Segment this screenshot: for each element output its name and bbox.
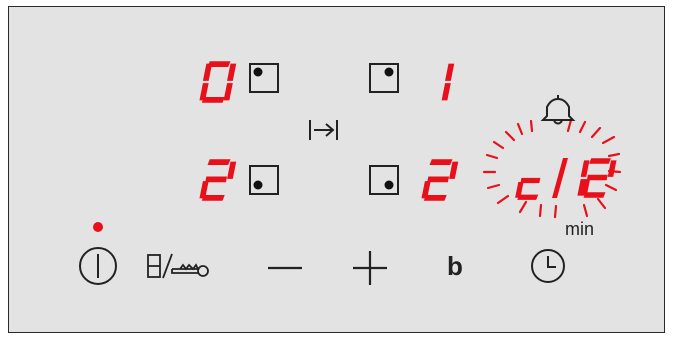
zone-select-key[interactable] (304, 116, 344, 146)
zone-select-icon (309, 120, 338, 140)
zone-display-front-right (441, 63, 455, 101)
b-key-label: b (447, 251, 463, 281)
zone-display-front-left (199, 61, 237, 103)
zone-icon-rear-left (249, 165, 279, 195)
minus-key[interactable] (262, 250, 308, 286)
childlock-key[interactable] (144, 248, 214, 284)
zone-icon-front-left (249, 63, 279, 93)
plus-key[interactable] (350, 248, 390, 288)
blink-rays-icon (482, 118, 622, 219)
cooktop-control-panel (8, 6, 665, 333)
power-key-icon (79, 247, 117, 285)
zone-icon-front-right (369, 63, 399, 93)
timer-unit-label: min (565, 219, 595, 239)
bell-icon (540, 95, 576, 125)
power-indicator-dot (93, 222, 103, 232)
zone-icon-rear-right (369, 165, 399, 195)
childlock-key-icon (147, 253, 209, 279)
timer-key[interactable] (528, 246, 568, 286)
b-key[interactable] (440, 250, 474, 286)
zone-display-rear-right (421, 159, 459, 201)
timer-key-icon (531, 249, 565, 283)
zone-display-rear-left (199, 159, 237, 201)
timer-display (515, 158, 617, 200)
plus-key-icon (353, 251, 387, 285)
power-key[interactable] (76, 244, 120, 288)
